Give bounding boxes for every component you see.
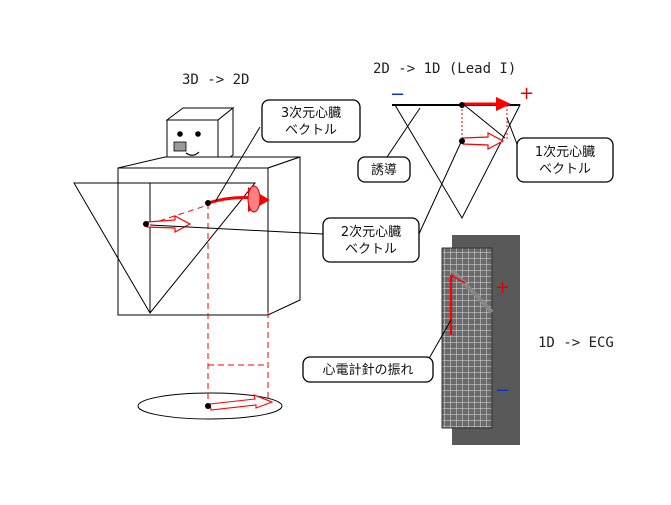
callout-leaders <box>149 107 521 370</box>
label-lead: 誘導 <box>371 163 397 178</box>
callout-lead: 誘導 <box>357 156 411 183</box>
label-2d-vector-line1: 2次元心臓 <box>341 224 401 240</box>
heart-vector-1d <box>459 97 511 111</box>
label-2d-vector-line2: ベクトル <box>345 242 397 257</box>
callout-needle-deflection: 心電計針の振れ <box>302 356 434 383</box>
ecg-positive-sign: + <box>495 277 510 298</box>
title-2d-to-1d: 2D -> 1D (Lead I) <box>373 61 516 77</box>
nose <box>173 141 187 152</box>
title-1d-to-ecg: 1D -> ECG <box>538 335 614 351</box>
horizontal-plane-ellipse <box>137 392 283 420</box>
heart-vector-2d-copy <box>459 103 506 150</box>
callout-3d-vector: 3次元心臓 ベクトル <box>261 99 361 143</box>
ecg-needle <box>450 268 494 314</box>
figure-body <box>117 156 301 316</box>
label-3d-vector-line1: 3次元心臓 <box>281 105 341 121</box>
eye-right <box>195 131 201 137</box>
label-needle-deflection: 心電計針の振れ <box>322 362 413 378</box>
eye-left <box>177 131 183 137</box>
einthoven-triangle <box>394 104 521 220</box>
mouth <box>185 151 200 156</box>
frontal-plane-triangle <box>73 182 257 314</box>
ecg-negative-sign: − <box>495 380 510 401</box>
heart-vector-horizontal <box>205 394 274 411</box>
lead-positive-sign: + <box>519 83 534 104</box>
ecg-strip: + − <box>441 235 520 445</box>
label-1d-vector-line2: ベクトル <box>539 162 591 177</box>
lead-negative-sign: − <box>390 84 405 105</box>
callout-1d-vector: 1次元心臓 ベクトル <box>516 137 614 183</box>
callout-2d-vector: 2次元心臓 ベクトル <box>322 217 420 263</box>
label-1d-vector-line1: 1次元心臓 <box>535 144 595 160</box>
heart-vector-3d <box>205 185 270 213</box>
heart-vector-2d <box>143 215 192 233</box>
lead-projection-lines <box>461 105 508 140</box>
label-3d-vector-line2: ベクトル <box>285 123 337 138</box>
title-3d-to-2d: 3D -> 2D <box>182 72 249 88</box>
